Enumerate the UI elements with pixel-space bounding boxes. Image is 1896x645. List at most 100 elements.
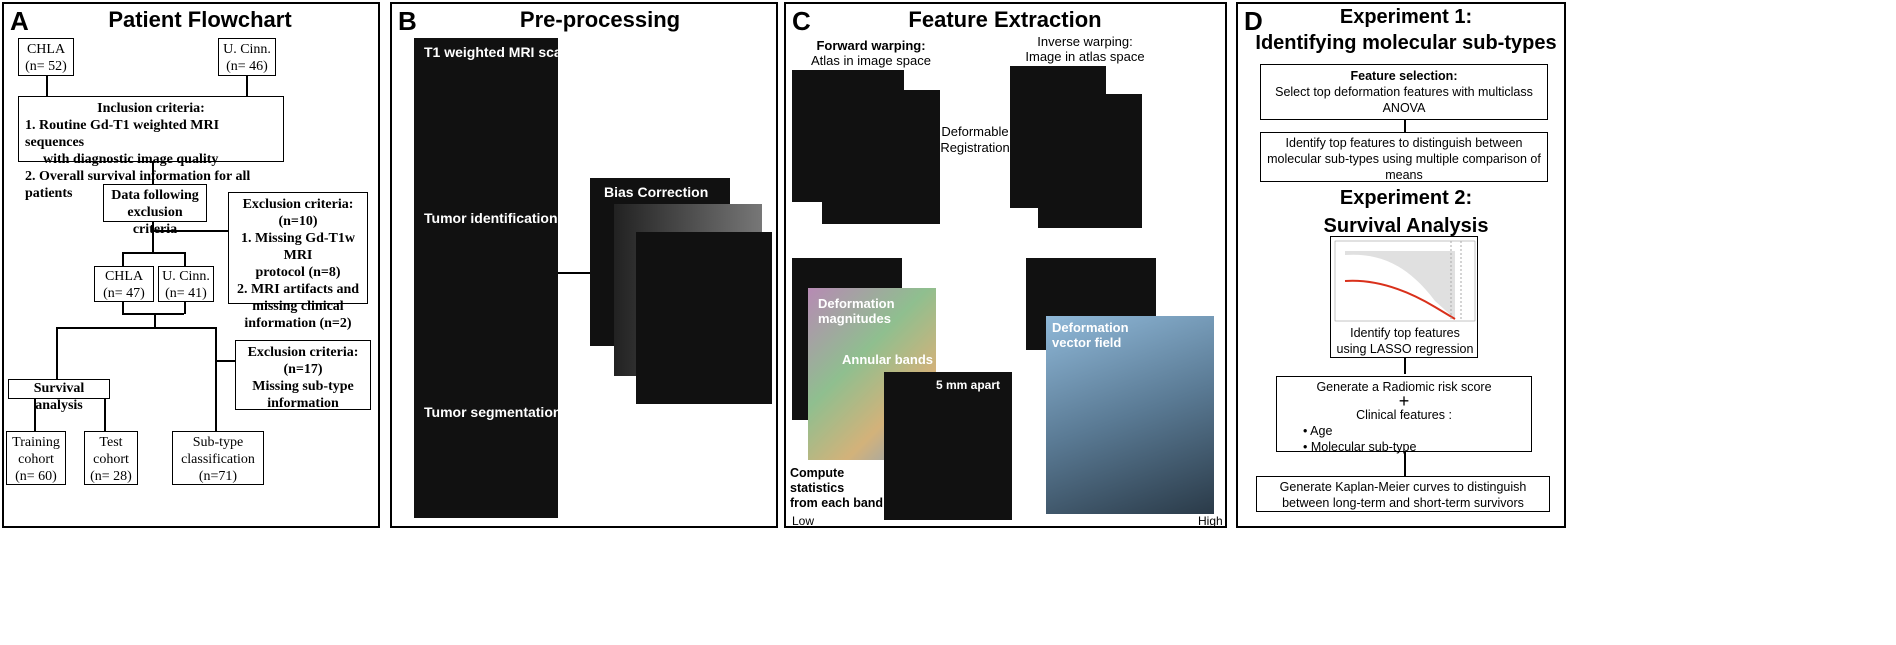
ucinn-n: (n= 46) (226, 59, 268, 74)
exclusion-criteria-box-2: Exclusion criteria: (n=17) Missing sub-t… (235, 340, 371, 411)
compute-l2: statistics (790, 481, 845, 495)
subtype-l2: classification (181, 452, 255, 467)
risk-b1: Age (1310, 424, 1333, 438)
magnitudes-l1: Deformation (818, 296, 895, 311)
inverse-l2: Image in atlas space (1025, 49, 1145, 64)
inclusion-item-1: 1. Routine Gd-T1 weighted MRI sequences (25, 118, 220, 150)
exp1-l1: Experiment 1: (1339, 6, 1473, 28)
training-l3: (n= 60) (15, 469, 57, 484)
vector-field-image (1046, 316, 1214, 514)
identify2-text: Identify top features using LASSO regres… (1331, 325, 1479, 357)
training-l2: cohort (18, 452, 54, 467)
t1-caption: T1 weighted MRI scan (424, 44, 571, 60)
feature-sel-l1: Select top deformation features with mul… (1275, 85, 1533, 99)
panel-a-label: A (10, 6, 29, 36)
deformable-l1: Deformable (941, 124, 1009, 139)
exclusion1-item2c: information (n=2) (244, 316, 352, 331)
exclusion1-item1b: protocol (n=8) (255, 265, 341, 280)
subtype-classification-box: Sub-type classification (n=71) (172, 431, 264, 485)
feature-sel-l2: ANOVA (1382, 101, 1426, 115)
risk-score-box: Generate a Radiomic risk score + Clinica… (1276, 376, 1532, 454)
feature-selection-box: Feature selection: Select top deformatio… (1260, 64, 1548, 120)
chla2-n: (n= 47) (103, 286, 145, 301)
tumor-id-caption: Tumor identification (424, 210, 558, 226)
inverse-l1: Inverse warping: (1037, 34, 1133, 49)
exclusion2-n: (n=17) (283, 362, 323, 377)
experiment-1-title: Experiment 1: Identifying molecular sub-… (1250, 4, 1562, 56)
forward-warping-label: Forward warping: Atlas in image space (796, 38, 946, 68)
magnitudes-label: Deformation magnitudes (818, 296, 895, 326)
exclusion1-n: (n=10) (278, 214, 318, 229)
colorbar-low: Low (792, 514, 815, 528)
panel-b-label: B (398, 6, 417, 36)
deformable-l2: Registration (940, 140, 1010, 155)
identify2-l1: Identify top features (1350, 326, 1460, 340)
magnitudes-l2: magnitudes (818, 311, 891, 326)
compute-l1: Compute (790, 466, 845, 480)
bias-caption: Bias Correction (604, 184, 709, 200)
inclusion-criteria-box: Inclusion criteria: 1. Routine Gd-T1 wei… (18, 96, 284, 201)
panel-b-title: Pre-processing (519, 7, 681, 32)
risk-b2: Molecular sub-type (1310, 440, 1417, 454)
exclusion1-title: Exclusion criteria: (242, 197, 354, 212)
exclusion-criteria-box-1: Exclusion criteria: (n=10) 1. Missing Gd… (228, 192, 368, 331)
exp2-l1: Experiment 2: (1339, 187, 1473, 209)
survival-label: Survival analysis (33, 381, 85, 413)
panel-a-title: Patient Flowchart (108, 7, 292, 32)
panel-d-label: D (1244, 6, 1263, 36)
test-l3: (n= 28) (90, 469, 132, 484)
forward-l2: Atlas in image space (811, 53, 931, 68)
data-following-box: Data following exclusion criteria (103, 184, 207, 237)
compute-l3: from each band (790, 496, 884, 510)
annular-bands-label: Annular bands (842, 352, 934, 367)
exp1-l2: Identifying molecular sub-types (1255, 32, 1557, 54)
panel-c-title: Feature Extraction (908, 7, 1102, 32)
vector-field-label: Deformation vector field (1052, 320, 1129, 350)
risk-plus: + (1398, 391, 1410, 411)
lasso-plot (1334, 240, 1476, 322)
feature-sel-title: Feature selection: (1350, 69, 1458, 83)
identify1-l2: molecular sub-types using multiple compa… (1267, 152, 1541, 166)
forward-l1: Forward warping: (816, 38, 926, 53)
test-cohort-box: Test cohort (n= 28) (84, 431, 138, 485)
exclusion1-item2: 2. MRI artifacts and (236, 282, 360, 297)
colorbar-high: High (1198, 514, 1223, 528)
deformable-registration-label: Deformable Registration (940, 124, 1010, 156)
compute-stats-label: Compute statistics from each band (790, 466, 883, 511)
kaplan-meier-box: Generate Kaplan-Meier curves to distingu… (1256, 476, 1550, 512)
risk-bullet-1: • Age (1303, 424, 1333, 438)
ucinn-box-2: U. Cinn. (n= 41) (158, 266, 214, 302)
chla-n: (n= 52) (25, 59, 67, 74)
inverse-warping-label: Inverse warping: Image in atlas space (1010, 34, 1160, 64)
exclusion2-line1: Missing sub-type (252, 379, 354, 394)
exclusion1-item1: 1. Missing Gd-T1w MRI (241, 231, 355, 263)
risk-l1: Generate a Radiomic risk score (1316, 380, 1492, 394)
vector-l2: vector field (1052, 335, 1122, 350)
ucinn2-n: (n= 41) (165, 286, 207, 301)
exclusion1-item2b: missing clinical (252, 299, 344, 314)
tumor-seg-caption: Tumor segmentation (424, 404, 562, 420)
chla-box-1: CHLA (n= 52) (18, 38, 74, 76)
panel-c-label: C (792, 6, 811, 36)
test-l2: cohort (93, 452, 129, 467)
ucinn-name: U. Cinn. (223, 42, 271, 57)
test-l1: Test (99, 435, 123, 450)
km-l1: Generate Kaplan-Meier curves to distingu… (1279, 480, 1527, 494)
identify1-l3: means (1385, 168, 1423, 182)
lasso-box: Identify top features using LASSO regres… (1330, 236, 1478, 358)
data-following-l1: Data following (111, 188, 199, 203)
training-l1: Training (12, 435, 60, 450)
ucinn-box-1: U. Cinn. (n= 46) (218, 38, 276, 76)
survival-analysis-box: Survival analysis (8, 379, 110, 413)
chla-name: CHLA (26, 42, 66, 57)
inclusion-item-1b: with diagnostic image quality (43, 152, 219, 167)
exclusion2-line2: information (267, 396, 339, 411)
identify-molecular-box: Identify top features to distinguish bet… (1260, 132, 1548, 182)
inclusion-item-2: 2. Overall survival information for all … (25, 169, 251, 201)
risk-bullet-2: • Molecular sub-type (1303, 440, 1417, 454)
km-l2: between long-term and short-term survivo… (1282, 496, 1524, 510)
identify1-l1: Identify top features to distinguish bet… (1285, 136, 1523, 150)
vector-l1: Deformation (1052, 320, 1129, 335)
chla2-name: CHLA (104, 269, 144, 284)
training-cohort-box: Training cohort (n= 60) (6, 431, 66, 485)
